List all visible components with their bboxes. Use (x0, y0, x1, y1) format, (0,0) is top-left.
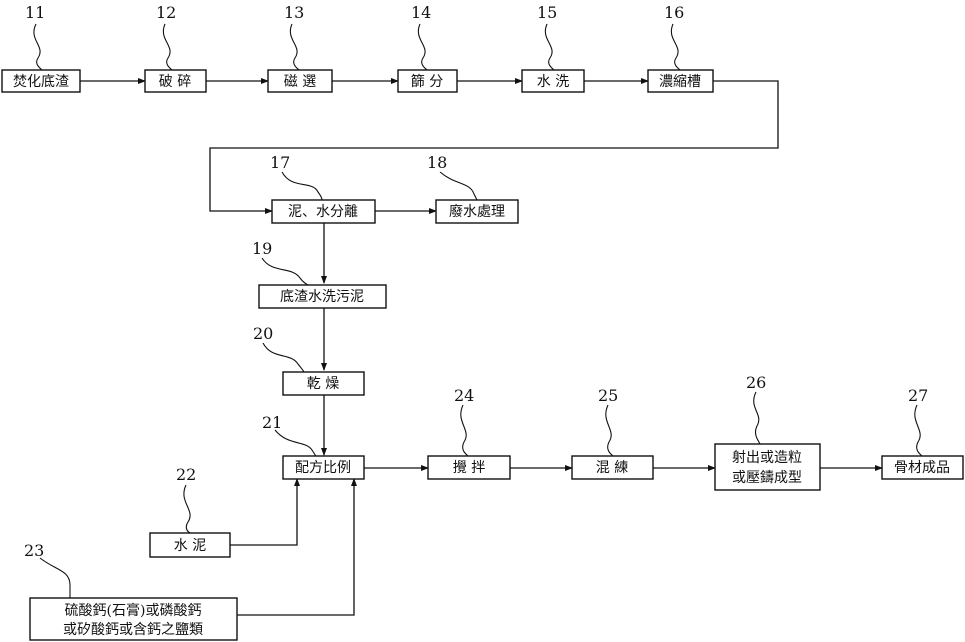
box-23-label-line2: 或矽酸鈣或含鈣之鹽類 (63, 622, 203, 638)
ref-19: 19 (252, 239, 272, 258)
ref-20: 20 (253, 324, 273, 343)
ref-13: 13 (284, 3, 304, 22)
reference-leaders (33, 23, 923, 598)
ref-14: 14 (411, 3, 431, 22)
ref-21: 21 (262, 413, 282, 432)
box-stirring: 攪 拌 (427, 455, 511, 480)
box-15-label: 水 洗 (537, 74, 569, 90)
box-kneading: 混 練 (571, 455, 654, 480)
box-formula-ratio: 配方比例 (282, 455, 365, 480)
leader-17 (281, 171, 323, 201)
ref-27: 27 (908, 386, 928, 405)
box-26-label-line2: 或壓鑄成型 (732, 470, 802, 486)
box-17-label: 泥、水分離 (288, 203, 358, 220)
ref-23: 23 (24, 541, 44, 560)
box-calcium-additives: 硫酸鈣(石膏)或磷酸鈣 或矽酸鈣或含鈣之鹽類 (29, 597, 238, 641)
box-cement: 水 泥 (149, 532, 231, 558)
ref-15: 15 (537, 3, 557, 22)
box-injection-granulation-pressing: 射出或造粒 或壓鑄成型 (714, 443, 821, 491)
box-21-label: 配方比例 (295, 460, 351, 476)
box-magnetic-separation: 磁 選 (267, 69, 333, 93)
box-18-label: 廢水處理 (449, 203, 505, 220)
box-27-label: 骨材成品 (894, 460, 950, 476)
ref-22: 22 (176, 465, 196, 484)
leader-11 (33, 23, 43, 71)
box-16-label: 濃縮槽 (659, 74, 701, 90)
box-26-label-line1: 射出或造粒 (732, 450, 802, 466)
leader-24 (460, 404, 469, 457)
ref-16: 16 (664, 3, 684, 22)
leader-18 (439, 171, 478, 201)
box-19-label: 底渣水洗污泥 (280, 289, 364, 305)
box-11-label: 焚化底渣 (13, 74, 69, 90)
box-sludge-water-separation: 泥、水分離 (271, 199, 376, 224)
ref-18: 18 (427, 153, 447, 172)
leader-15 (544, 23, 555, 71)
ref-11: 11 (25, 3, 45, 22)
leader-12 (162, 23, 173, 71)
ref-12: 12 (156, 3, 176, 22)
leader-19 (261, 257, 309, 286)
box-14-label: 篩 分 (411, 74, 443, 90)
leader-25 (605, 404, 614, 457)
box-25-label: 混 練 (596, 460, 628, 476)
box-24-label: 攪 拌 (453, 460, 485, 476)
leader-16 (670, 23, 681, 71)
box-13-label: 磁 選 (284, 74, 316, 90)
leader-13 (289, 23, 300, 71)
box-23-label-line1: 硫酸鈣(石膏)或磷酸鈣 (65, 602, 202, 619)
box-12-label: 破 碎 (159, 74, 191, 90)
leader-20 (262, 342, 305, 373)
ref-17: 17 (270, 153, 290, 172)
box-screening: 篩 分 (397, 69, 458, 93)
box-crushing: 破 碎 (144, 69, 207, 93)
box-drying: 乾 燥 (282, 371, 365, 396)
leader-27 (914, 404, 923, 457)
ref-25: 25 (598, 386, 618, 405)
leader-22 (183, 484, 191, 534)
box-bottom-ash-wash-sludge: 底渣水洗污泥 (258, 284, 387, 309)
box-20-label: 乾 燥 (307, 376, 339, 392)
arrow-16-17 (209, 80, 779, 214)
leader-21 (274, 429, 317, 457)
arrow-23-21 (237, 478, 357, 616)
box-thickener: 濃縮槽 (647, 69, 714, 93)
connectors (80, 78, 883, 616)
box-aggregate-product: 骨材成品 (881, 455, 964, 480)
process-boxes: 焚化底渣 破 碎 磁 選 篩 分 水 洗 濃縮槽 泥、水分離 廢水處理 (1, 69, 964, 641)
arrow-22-21 (230, 478, 300, 546)
box-incineration-bottom-ash: 焚化底渣 (1, 69, 81, 93)
ref-26: 26 (746, 373, 766, 392)
box-22-label: 水 泥 (174, 538, 206, 554)
leader-23 (39, 557, 71, 598)
leader-26 (753, 391, 761, 445)
box-wastewater-treatment: 廢水處理 (435, 199, 519, 224)
reference-numerals: 11 12 13 14 15 16 17 18 19 20 21 22 23 2… (24, 3, 928, 560)
box-water-washing: 水 洗 (521, 69, 585, 93)
leader-14 (417, 23, 428, 71)
ref-24: 24 (454, 386, 474, 405)
